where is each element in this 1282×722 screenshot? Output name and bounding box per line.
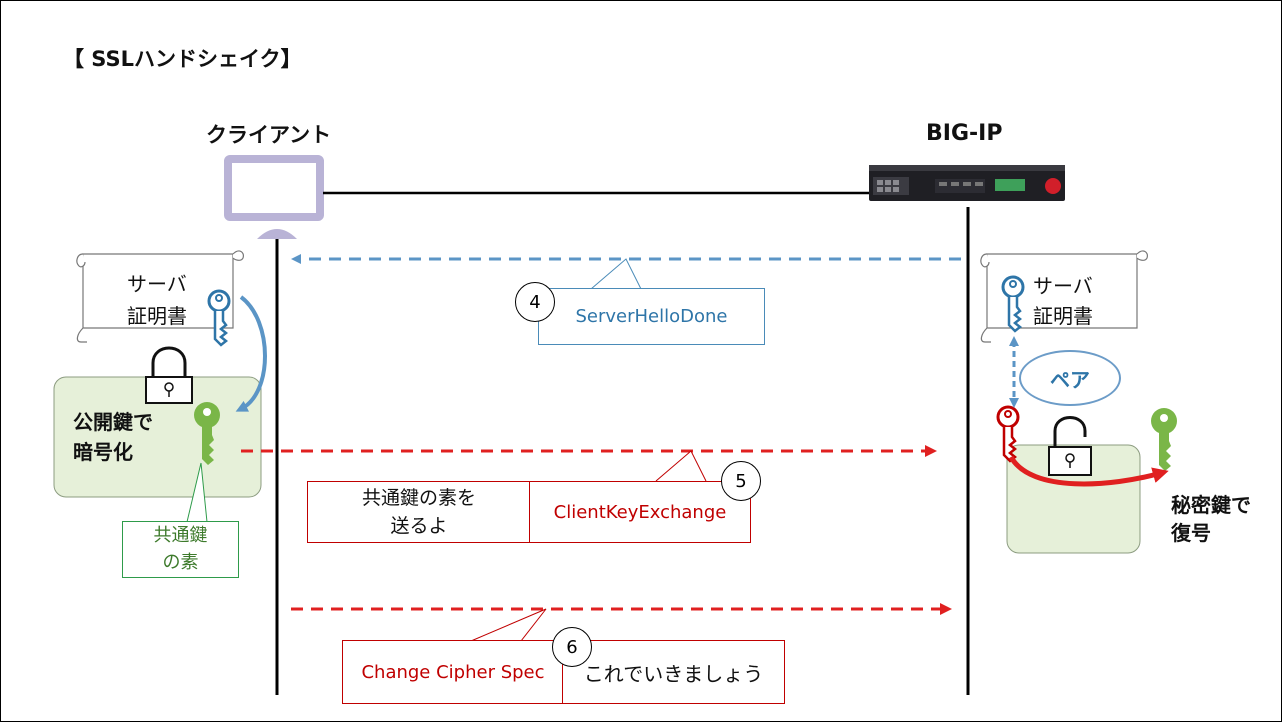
kx-note-line2: 送るよ <box>390 515 448 537</box>
change-cipher-spec-pointer <box>470 608 547 642</box>
step-6-badge: 6 <box>552 627 592 667</box>
server-label: BIG-IP <box>926 121 1003 146</box>
monitor-icon <box>224 155 324 239</box>
decrypt-line1: 秘密鍵で <box>1171 493 1251 517</box>
client-key-exchange-pointer <box>655 450 707 482</box>
server-appliance-icon <box>869 165 1065 201</box>
encrypt-line2: 暗号化 <box>73 440 133 464</box>
unlocked-padlock-icon <box>1048 416 1092 476</box>
pair-label: ペア <box>1019 350 1121 406</box>
key-seed-line2: の素 <box>162 552 199 573</box>
key-seed-line1: 共通鍵 <box>153 525 208 546</box>
decrypt-panel <box>1006 444 1141 554</box>
step-4-badge: 4 <box>515 282 555 322</box>
client-label: クライアント <box>206 123 332 147</box>
client-key-exchange-note: 共通鍵の素を 送るよ <box>307 481 531 543</box>
server-cert-line1: サーバ <box>1033 274 1093 298</box>
page-title: 【 SSLハンドシェイク】 <box>63 47 302 71</box>
server-cert-line2: 証明書 <box>1033 304 1093 328</box>
change-cipher-spec-note: これでいきましょう <box>562 640 785 704</box>
client-cert-line1: サーバ <box>127 272 187 296</box>
client-key-exchange-label: ClientKeyExchange <box>529 481 751 543</box>
key-seed-callout: 共通鍵 の素 <box>122 521 239 578</box>
server-hello-done-label: ServerHelloDone <box>538 288 765 345</box>
padlock-icon <box>145 346 193 404</box>
step-5-badge: 5 <box>721 461 761 501</box>
client-cert-line2: 証明書 <box>127 304 187 328</box>
decrypt-curve-arrow <box>1008 455 1169 487</box>
decrypted-key-icon <box>1151 408 1177 471</box>
kx-note-line1: 共通鍵の素を <box>361 487 476 509</box>
encrypt-curve-arrow <box>235 295 267 412</box>
decrypt-line2: 復号 <box>1171 521 1211 545</box>
change-cipher-spec-label: Change Cipher Spec <box>342 640 564 704</box>
encrypt-line1: 公開鍵で <box>73 410 153 434</box>
server-hello-done-pointer <box>590 258 642 290</box>
